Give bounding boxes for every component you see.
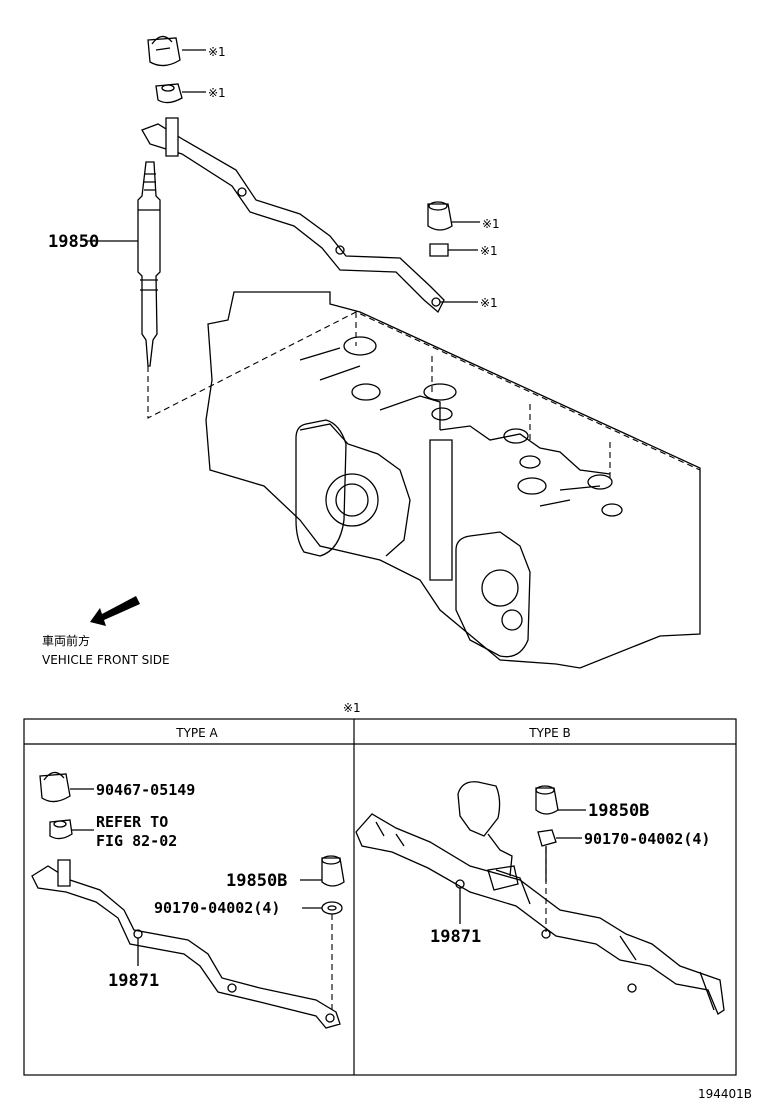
type-a-connector-bar — [31, 859, 341, 1029]
type-a-washer-part-number: 90170-04002(4) — [154, 899, 280, 917]
type-a-terminal-part-number: 19850B — [226, 871, 287, 891]
note-mark-5: ※1 — [480, 296, 498, 310]
cylinder-head — [205, 291, 701, 669]
glow-plug-part-number: 19850 — [48, 232, 99, 252]
type-a-refer-line1: REFER TO — [96, 813, 168, 831]
type-a-cap-nut — [39, 771, 71, 803]
note-mark-1: ※1 — [208, 45, 226, 59]
connector-bar — [141, 117, 445, 314]
type-a-refer-line2: FIG 82-02 — [96, 832, 177, 850]
vehicle-front-arrow-icon — [90, 596, 140, 626]
type-b-header: TYPE B — [528, 726, 571, 740]
note-table — [23, 718, 737, 1076]
washer-right — [429, 243, 449, 257]
terminal-nut-right — [427, 201, 453, 231]
note-mark-4: ※1 — [480, 244, 498, 258]
note-mark-3: ※1 — [482, 217, 500, 231]
type-a-terminal-nut — [321, 855, 345, 887]
type-a-connector-part-number: 19871 — [108, 971, 159, 991]
type-a-header: TYPE A — [175, 726, 218, 740]
type-b-connector-part-number: 19871 — [430, 927, 481, 947]
alignment-line-main — [147, 311, 701, 471]
vehicle-front-label-jp: 車両前方 — [42, 633, 90, 648]
small-nut-top — [155, 83, 183, 104]
glow-plug — [137, 161, 161, 367]
type-b-connector-bar — [355, 781, 725, 1015]
type-b-terminal-nut — [535, 785, 559, 815]
note-mark-2: ※1 — [208, 86, 226, 100]
type-a-small-nut — [49, 819, 73, 840]
figure-id: 194401B — [698, 1087, 752, 1101]
type-a-washer — [321, 901, 343, 915]
table-note-mark: ※1 — [343, 701, 361, 715]
type-b-washer-part-number: 90170-04002(4) — [584, 830, 710, 848]
type-b-terminal-part-number: 19850B — [588, 801, 649, 821]
cap-nut-top — [147, 35, 181, 67]
type-b-washer — [537, 829, 557, 847]
type-a-nut-part-number: 90467-05149 — [96, 781, 195, 799]
vehicle-front-label-en: VEHICLE FRONT SIDE — [42, 653, 170, 667]
